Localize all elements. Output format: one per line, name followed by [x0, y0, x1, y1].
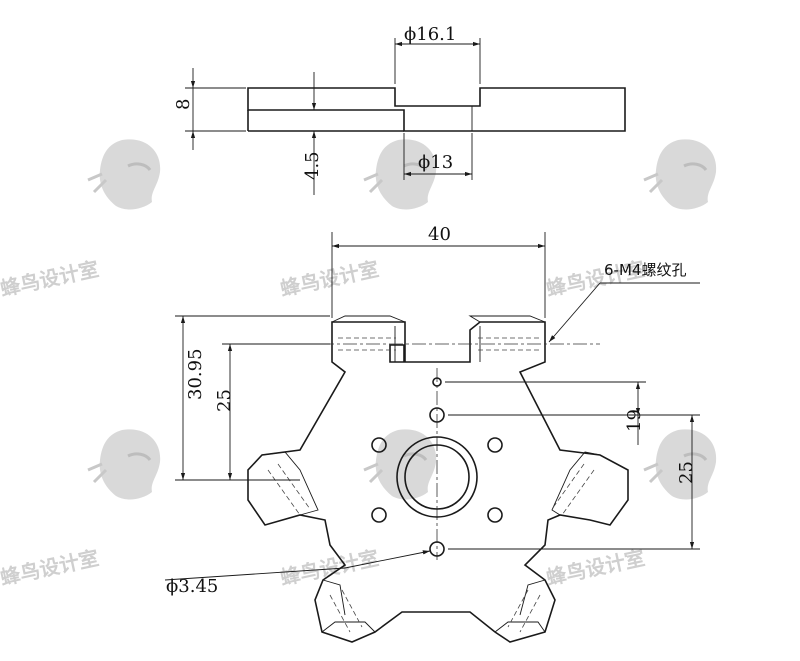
dim-slot-span: 40 [428, 224, 451, 245]
dim-thickness: 8 [173, 99, 194, 110]
bird-head-logo-icon [642, 137, 718, 211]
watermark-text: 蜂鸟设计室 [544, 546, 647, 590]
bird-head-logo-icon [86, 427, 162, 501]
watermark-text: 蜂鸟设计室 [0, 546, 101, 590]
dim-spacing-25: 25 [676, 461, 697, 484]
dim-spacing-19: 19 [624, 409, 645, 432]
watermark-group: 蜂鸟设计室 蜂鸟设计室 蜂鸟设计室 蜂鸟设计室 蜂鸟设计室 蜂鸟设计室 [0, 137, 718, 590]
watermark-text: 蜂鸟设计室 [0, 257, 101, 301]
front-view: 40 30.95 25 19 25 ϕ3.45 6-M4螺纹孔 [164, 224, 700, 643]
dim-bore-bottom: ϕ13 [418, 152, 453, 173]
dim-small-hole: ϕ3.45 [166, 576, 218, 597]
bird-head-logo-icon [86, 137, 162, 211]
dim-step-depth: 4.5 [302, 151, 323, 180]
dim-outer-height: 30.95 [185, 348, 206, 400]
watermark-text: 蜂鸟设计室 [278, 257, 381, 301]
dim-bore-top: ϕ16.1 [404, 24, 456, 45]
dim-hole-height: 25 [214, 389, 235, 412]
watermark-text: 蜂鸟设计室 [278, 546, 381, 590]
thread-hole-note: 6-M4螺纹孔 [604, 261, 686, 279]
side-view: ϕ16.1 8 4.5 ϕ13 [173, 24, 626, 195]
